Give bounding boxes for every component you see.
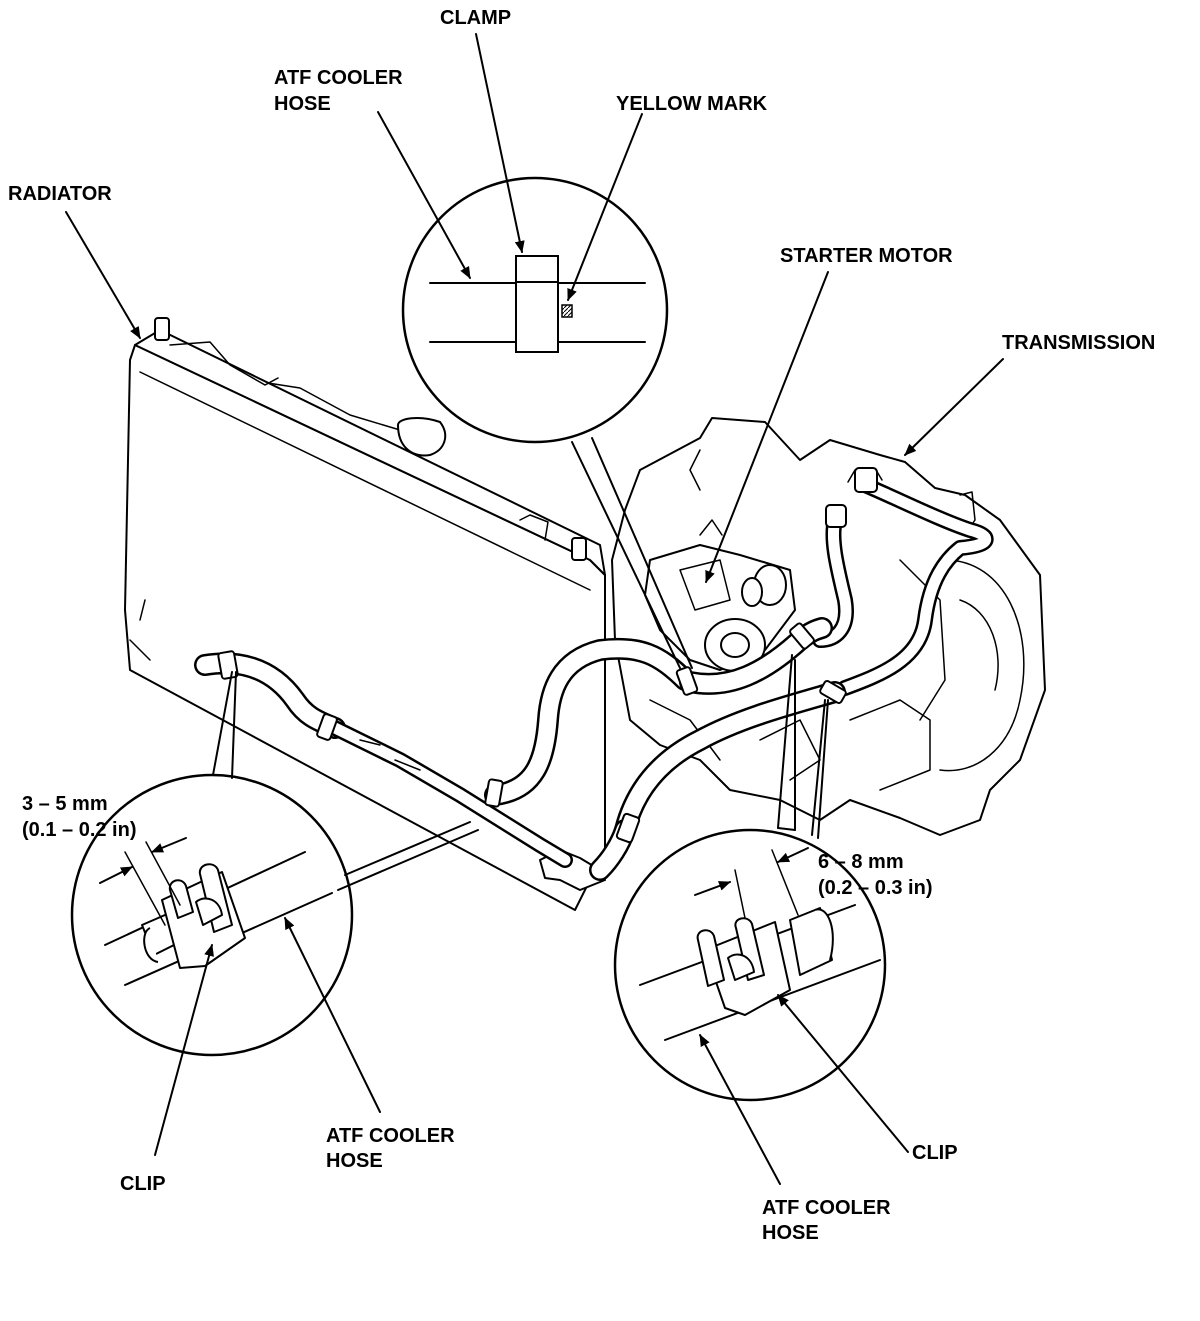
label-left-gap-measure: 3 – 5 mm (0.1 – 0.2 in) [22, 793, 137, 841]
radiator-illustration [124, 317, 606, 911]
label-atf-cooler-hose-left-line1: ATF COOLER [326, 1125, 455, 1147]
label-right-gap-mm: 6 – 8 mm [818, 851, 904, 873]
label-atf-cooler-hose-right: ATF COOLER HOSE [762, 1197, 896, 1244]
label-atf-cooler-hose-right-line1: ATF COOLER [762, 1197, 891, 1219]
label-atf-cooler-hose-top-line1: ATF COOLER [274, 67, 403, 89]
label-atf-cooler-hose-top-line2: HOSE [274, 93, 331, 115]
label-left-gap-in: (0.1 – 0.2 in) [22, 819, 137, 841]
labels: CLAMP ATF COOLER HOSE YELLOW MARK RADIAT… [8, 7, 1155, 1244]
label-right-gap-in: (0.2 – 0.3 in) [818, 877, 933, 899]
label-starter-motor: STARTER MOTOR [780, 245, 953, 267]
label-atf-cooler-hose-right-line2: HOSE [762, 1222, 819, 1244]
atf-cooler-hoses [194, 617, 847, 881]
left-clip-detail-callout [70, 671, 479, 1057]
label-right-gap-measure: 6 – 8 mm (0.2 – 0.3 in) [818, 851, 933, 899]
label-atf-cooler-hose-left: ATF COOLER HOSE [326, 1125, 460, 1172]
label-atf-cooler-hose-left-line2: HOSE [326, 1150, 383, 1172]
label-yellow-mark: YELLOW MARK [616, 93, 768, 115]
yellow-mark-swatch [561, 304, 573, 318]
clamp-detail [515, 255, 559, 353]
label-radiator: RADIATOR [8, 183, 112, 205]
label-atf-cooler-hose-top: ATF COOLER HOSE [274, 67, 408, 115]
label-clamp: CLAMP [440, 7, 511, 29]
label-leaders [65, 33, 1004, 1185]
starter-motor-illustration [644, 519, 796, 672]
label-transmission: TRANSMISSION [1002, 332, 1155, 354]
label-clip-right: CLIP [912, 1142, 958, 1164]
transmission-cooler-lines [812, 467, 994, 696]
right-clip-detail-callout [613, 654, 887, 1102]
label-left-gap-mm: 3 – 5 mm [22, 793, 108, 815]
label-clip-left: CLIP [120, 1173, 166, 1195]
clamp-detail-callout [401, 176, 693, 669]
